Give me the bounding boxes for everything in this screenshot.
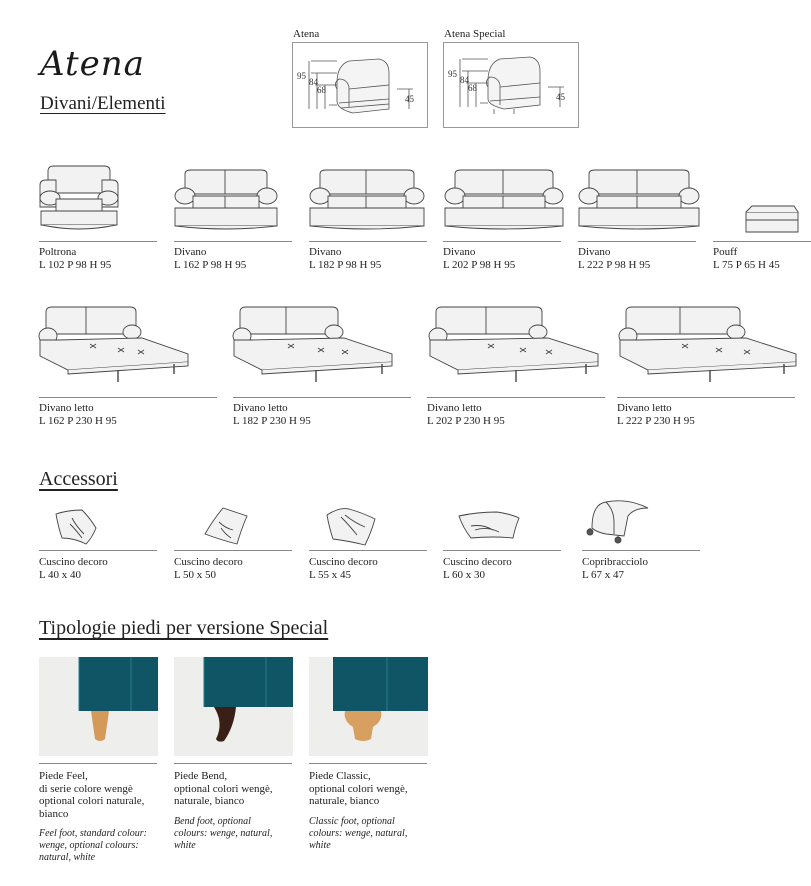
divider bbox=[309, 550, 427, 551]
divider bbox=[309, 763, 427, 764]
bend-foot-caption: Piede Bend, optional colori wengè, natur… bbox=[174, 770, 273, 851]
dim-68: 68 bbox=[317, 85, 327, 95]
armrest-cover-drawing bbox=[584, 498, 652, 546]
sofa-bed-222-drawing bbox=[618, 304, 798, 386]
divider bbox=[578, 241, 696, 242]
armchair-drawing bbox=[38, 163, 120, 235]
page-title: Atena bbox=[40, 44, 145, 84]
accessories-heading: Accessori bbox=[39, 468, 118, 490]
divider bbox=[174, 763, 292, 764]
divider bbox=[617, 397, 795, 398]
sofa-bed-162-drawing bbox=[38, 304, 190, 386]
divider bbox=[427, 397, 605, 398]
dimension-drawing: 95 84 68 45 bbox=[448, 56, 566, 114]
feel-foot-caption: Piede Feel, di serie colore wengè option… bbox=[39, 770, 147, 863]
dim-95: 95 bbox=[297, 71, 307, 81]
feel-foot-photo bbox=[39, 657, 158, 756]
classic-foot-caption: Piede Classic, optional colori wengè, na… bbox=[309, 770, 408, 851]
classic-foot-photo bbox=[309, 657, 428, 756]
divider bbox=[233, 397, 411, 398]
cushion-40-drawing bbox=[52, 508, 98, 546]
divider bbox=[174, 550, 292, 551]
pouf-drawing bbox=[744, 204, 800, 236]
divider bbox=[174, 241, 292, 242]
feet-heading: Tipologie piedi per versione Special bbox=[39, 617, 329, 639]
dimension-box-label: Atena bbox=[293, 28, 320, 40]
divider bbox=[713, 241, 811, 242]
dim-68: 68 bbox=[468, 83, 478, 93]
dim-95: 95 bbox=[448, 69, 458, 79]
dimension-drawing: 95 84 68 45 bbox=[297, 58, 415, 114]
sofa-162-drawing bbox=[173, 168, 279, 234]
cushion-55-drawing bbox=[325, 505, 377, 547]
dim-45: 45 bbox=[556, 92, 566, 102]
page-subtitle: Divani/Elementi bbox=[40, 93, 166, 114]
dim-45: 45 bbox=[405, 94, 415, 104]
divider bbox=[443, 550, 561, 551]
sofa-222-drawing bbox=[577, 168, 701, 234]
divider bbox=[39, 397, 217, 398]
dim-84: 84 bbox=[460, 75, 470, 85]
dimension-box-label: Atena Special bbox=[444, 28, 506, 40]
dim-84: 84 bbox=[309, 77, 319, 87]
divider bbox=[582, 550, 700, 551]
sofa-202-drawing bbox=[443, 168, 565, 234]
divider bbox=[309, 241, 427, 242]
cushion-60-drawing bbox=[457, 510, 521, 540]
sofa-182-drawing bbox=[308, 168, 426, 234]
divider bbox=[443, 241, 561, 242]
divider bbox=[39, 241, 157, 242]
sofa-bed-202-drawing bbox=[428, 304, 600, 386]
divider bbox=[39, 550, 157, 551]
bend-foot-photo bbox=[174, 657, 293, 756]
divider bbox=[39, 763, 157, 764]
sofa-bed-182-drawing bbox=[232, 304, 394, 386]
dimension-box-atena: 95 84 68 45 bbox=[292, 42, 428, 128]
dimension-box-atena-special: 95 84 68 45 bbox=[443, 42, 579, 128]
cushion-50-drawing bbox=[203, 506, 249, 546]
